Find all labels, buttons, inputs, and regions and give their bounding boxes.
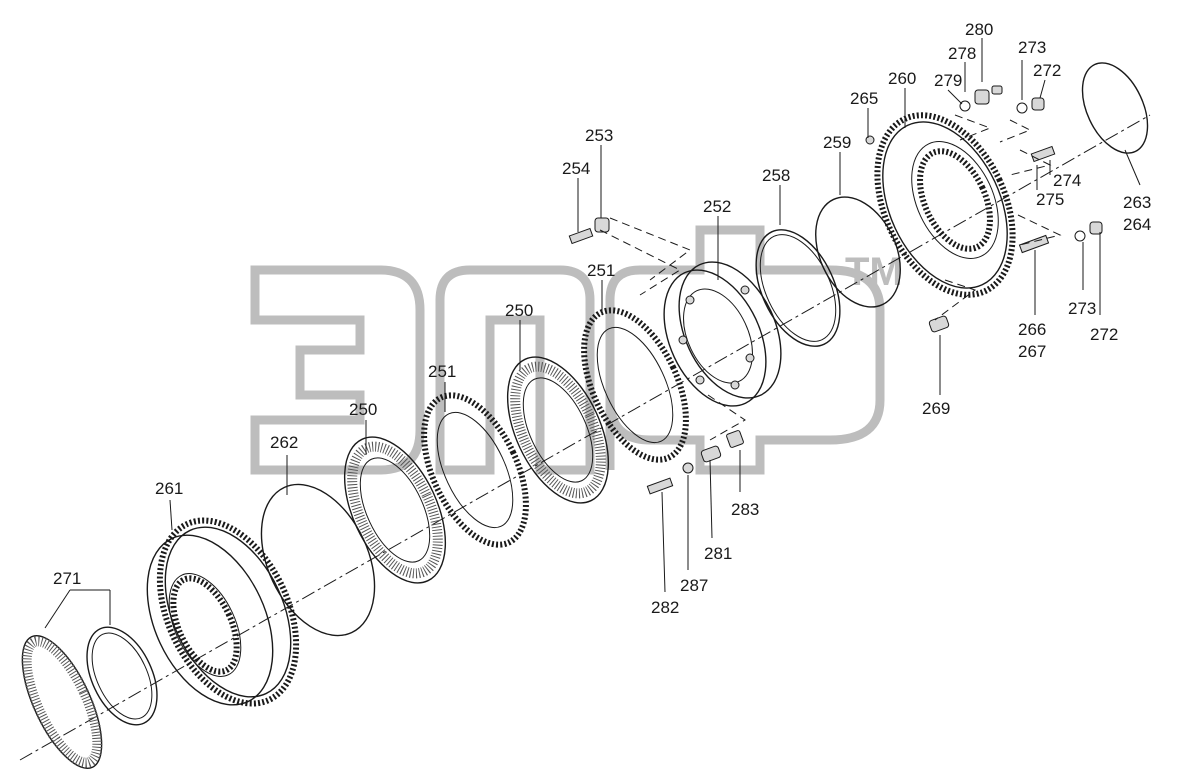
label-287: 287 (680, 576, 708, 595)
part-250-disc-lower (343, 436, 447, 584)
label-266: 266 (1018, 320, 1046, 339)
part-260-housing (874, 112, 1016, 298)
label-267: 267 (1018, 342, 1046, 361)
part-251-disc-upper (581, 307, 689, 463)
label-250-lower: 250 (349, 400, 377, 419)
label-262: 262 (270, 433, 298, 452)
label-265: 265 (850, 89, 878, 108)
label-258: 258 (762, 166, 790, 185)
part-262-ring (260, 483, 376, 637)
label-278: 278 (948, 44, 976, 63)
label-273-bottom: 273 (1068, 299, 1096, 318)
label-282: 282 (651, 598, 679, 617)
label-261: 261 (155, 479, 183, 498)
label-271: 271 (53, 569, 81, 588)
label-272-top: 272 (1033, 61, 1061, 80)
label-253: 253 (585, 126, 613, 145)
assembly-axis (19, 114, 1151, 761)
part-258-seal (755, 229, 841, 347)
label-283: 283 (731, 500, 759, 519)
label-254: 254 (562, 159, 590, 178)
label-251-upper: 251 (587, 261, 615, 280)
label-273-top: 273 (1018, 38, 1046, 57)
label-251-lower: 251 (428, 362, 456, 381)
label-263: 263 (1123, 193, 1151, 212)
label-279: 279 (934, 71, 962, 90)
label-250-upper: 250 (505, 301, 533, 320)
part-263-ring (1081, 62, 1149, 154)
label-252: 252 (703, 197, 731, 216)
part-271-rings (21, 626, 158, 770)
label-274: 274 (1053, 171, 1081, 190)
label-269: 269 (922, 399, 950, 418)
label-280: 280 (965, 20, 993, 39)
part-251-disc-lower (421, 392, 529, 548)
watermark-logo: TM (250, 225, 903, 475)
watermark-tm: TM (845, 250, 903, 294)
part-250-disc-upper (506, 356, 610, 504)
label-281: 281 (704, 544, 732, 563)
fasteners (568, 85, 1103, 495)
label-272-bottom: 272 (1090, 325, 1118, 344)
label-275: 275 (1036, 190, 1064, 209)
leader-lines (44, 38, 1141, 629)
part-252-piston (663, 261, 782, 407)
label-264: 264 (1123, 215, 1151, 234)
label-259: 259 (823, 133, 851, 152)
label-260: 260 (888, 69, 916, 88)
part-261-drum (146, 517, 300, 707)
part-labels: 261 271 262 250 251 250 251 252 253 254 … (53, 20, 1151, 617)
